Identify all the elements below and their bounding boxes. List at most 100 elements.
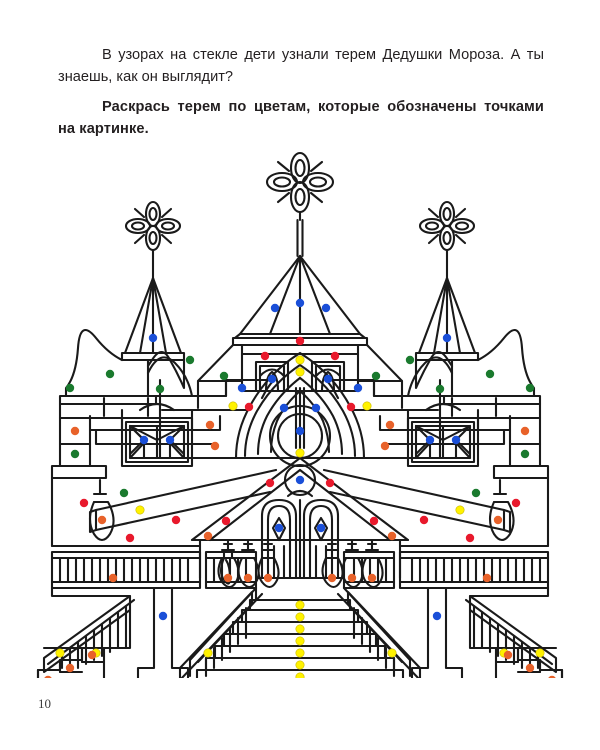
dot-blue [295,298,305,308]
dot-green [105,369,115,379]
dot-green [435,384,445,394]
dot-blue [353,383,363,393]
porch-balustrade [50,550,550,590]
dot-yellow [295,648,305,658]
dot-green [219,371,229,381]
dot-red [244,402,254,412]
dot-red [419,515,429,525]
left-wing-window [120,402,194,468]
dot-blue [158,611,168,621]
central-arch-rosette [234,351,366,468]
dot-orange [210,441,220,451]
dot-orange [44,675,52,678]
outline-group [36,151,564,678]
dot-red [221,516,231,526]
dot-orange [70,426,80,436]
dot-orange [548,675,556,678]
dot-yellow [228,401,238,411]
dot-yellow [295,367,305,377]
dot-blue [311,403,321,413]
terem-illustration [30,148,570,678]
dot-blue [432,611,442,621]
dot-orange [525,663,535,673]
dot-blue [270,303,280,313]
dot-orange [65,663,75,673]
support-columns [136,586,464,678]
dot-blue [323,374,333,384]
dot-blue [279,403,289,413]
dot-yellow [295,355,305,365]
dot-blue [425,435,435,445]
dot-yellow [295,612,305,622]
task-paragraph: Раскрась терем по цветам, которые обозна… [58,99,544,137]
dot-yellow [295,636,305,646]
dot-green [119,488,129,498]
central-tent-roof [231,254,369,347]
dot-orange [205,420,215,430]
dot-orange [385,420,395,430]
dot-blue [316,523,326,533]
dot-red [346,402,356,412]
dot-red [125,533,135,543]
dot-blue [295,426,305,436]
dot-yellow [295,600,305,610]
left-side-staircase [36,586,136,678]
dot-yellow [455,505,465,515]
dot-orange [203,531,213,541]
dot-blue [267,374,277,384]
dot-blue [295,475,305,485]
intro-paragraph: В узорах на стекле дети узнали терем Дед… [58,47,544,85]
dot-blue [165,435,175,445]
dot-orange [503,650,513,660]
dot-yellow [295,624,305,634]
outer-wall-panels [50,416,550,480]
dot-green [65,383,75,393]
central-spire-finial-icon [265,151,335,258]
dot-green [525,383,535,393]
dot-blue [451,435,461,445]
entrance-doors [254,489,346,580]
right-wing-window [406,402,480,468]
porch-balusters [88,478,515,589]
terem-line-drawing [36,151,564,678]
right-side-staircase [464,586,564,678]
dot-blue [442,333,452,343]
dot-orange [482,573,492,583]
dot-orange [97,515,107,525]
dot-red [260,351,270,361]
dot-blue [237,383,247,393]
dot-orange [387,531,397,541]
dot-yellow [535,648,545,658]
dot-red [511,498,521,508]
right-inner-dome [406,350,454,398]
dot-green [371,371,381,381]
dot-orange [493,515,503,525]
dot-orange [347,573,357,583]
dot-green [485,369,495,379]
dot-yellow [295,448,305,458]
dot-red [171,515,181,525]
dot-yellow [387,648,397,658]
dot-green [70,449,80,459]
dot-orange [367,573,377,583]
page-number: 10 [38,696,51,711]
dot-yellow [135,505,145,515]
dot-green [405,355,415,365]
dot-red [325,478,335,488]
dot-blue [148,333,158,343]
dot-green [520,449,530,459]
central-staircase [178,586,422,678]
dot-orange [243,573,253,583]
dot-green [471,488,481,498]
dot-orange [327,573,337,583]
dot-orange [263,573,273,583]
dot-orange [87,650,97,660]
dot-orange [380,441,390,451]
dot-yellow [295,672,305,678]
dot-red [265,478,275,488]
dot-yellow [362,401,372,411]
dot-blue [321,303,331,313]
dot-orange [520,426,530,436]
dot-blue [274,523,284,533]
dot-green [185,355,195,365]
